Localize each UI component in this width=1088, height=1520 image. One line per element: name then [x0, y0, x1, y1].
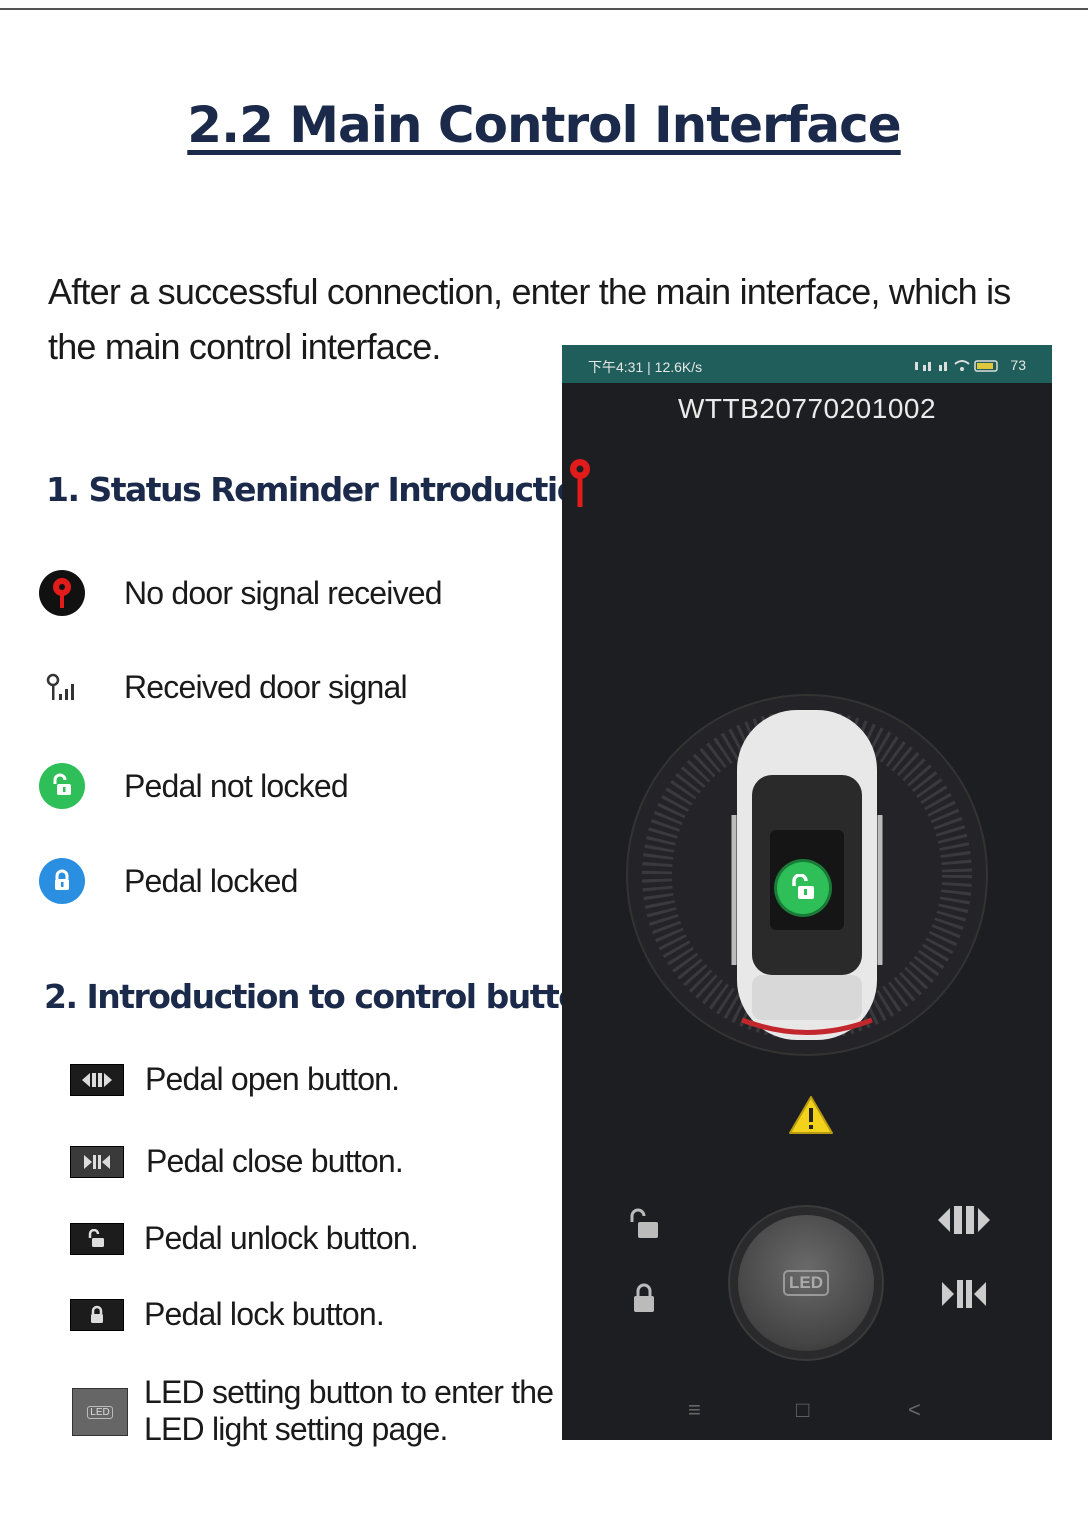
signal-bars-icon: [39, 664, 85, 710]
nav-menu-button[interactable]: ≡: [688, 1397, 701, 1422]
status-section-heading: 1. Status Reminder Introduction: [46, 470, 601, 509]
button-item-pedal-close: Pedal close button.: [0, 1143, 404, 1180]
led-setting-button[interactable]: LED: [738, 1215, 874, 1351]
unlock-icon: [70, 1222, 124, 1255]
buttons-section-heading: 2. Introduction to control buttons: [44, 977, 621, 1016]
status-label-signal: Received door signal: [124, 668, 408, 705]
pedal-close-button[interactable]: [934, 1269, 994, 1319]
alert-pin-icon[interactable]: [566, 457, 594, 509]
status-bar-battery: 73: [914, 357, 1026, 373]
pedal-unlock-button[interactable]: [614, 1199, 674, 1249]
pedal-open-button[interactable]: [934, 1195, 994, 1245]
button-item-led: LED LED setting button to enter the LED …: [0, 1374, 564, 1448]
locked-padlock-icon: [39, 858, 85, 904]
unlocked-padlock-icon: [39, 763, 85, 809]
pedal-lock-button[interactable]: [614, 1273, 674, 1323]
button-item-lock: Pedal lock button.: [0, 1296, 385, 1333]
button-label-unlock: Pedal unlock button.: [144, 1220, 419, 1256]
no-signal-pin-icon: [39, 570, 85, 616]
battery-percent: 73: [1010, 357, 1026, 373]
unlock-status-badge: [777, 862, 829, 914]
pedal-close-icon: [70, 1145, 124, 1178]
led-icon: LED: [72, 1388, 128, 1436]
status-label-locked: Pedal locked: [124, 862, 298, 899]
page-title-wrap: 2.2 Main Control Interface: [0, 96, 1088, 154]
nav-back-button[interactable]: <: [908, 1397, 921, 1422]
button-label-pedal-open: Pedal open button.: [145, 1061, 400, 1097]
nav-home-button[interactable]: □: [796, 1397, 810, 1422]
status-label-no-signal: No door signal received: [124, 574, 443, 611]
phone-screenshot: 下午4:31 | 12.6K/s 73 WTTB20770201002: [562, 345, 1052, 1440]
warning-icon: [789, 1096, 833, 1134]
led-icon-text: LED: [87, 1405, 113, 1419]
intro-text: After a successful connection, enter the…: [48, 271, 1011, 367]
car-view: [626, 694, 988, 1056]
status-bar-left: 下午4:31 | 12.6K/s: [588, 359, 703, 375]
control-panel: LED: [562, 1185, 1052, 1375]
status-item-no-signal: No door signal received: [0, 570, 443, 616]
button-item-unlock: Pedal unlock button.: [0, 1220, 419, 1257]
device-id: WTTB20770201002: [677, 393, 937, 424]
button-label-pedal-close: Pedal close button.: [146, 1143, 404, 1179]
pedal-open-icon: [70, 1063, 124, 1096]
status-item-signal: Received door signal: [0, 664, 408, 710]
status-item-locked: Pedal locked: [0, 858, 298, 904]
lock-icon: [70, 1298, 124, 1331]
button-item-pedal-open: Pedal open button.: [0, 1061, 400, 1098]
led-button-label: LED: [783, 1270, 829, 1296]
status-label-unlocked: Pedal not locked: [124, 767, 349, 804]
status-icons: [914, 360, 998, 373]
button-label-led: LED setting button to enter the LED ligh…: [144, 1374, 554, 1447]
page-title: 2.2 Main Control Interface: [187, 96, 901, 154]
phone-nav-bar: ≡ □ <: [562, 1385, 1052, 1435]
status-item-unlocked: Pedal not locked: [0, 763, 349, 809]
top-rule: [0, 8, 1088, 10]
phone-status-bar: 下午4:31 | 12.6K/s 73: [562, 345, 1052, 383]
button-label-lock: Pedal lock button.: [144, 1296, 385, 1332]
